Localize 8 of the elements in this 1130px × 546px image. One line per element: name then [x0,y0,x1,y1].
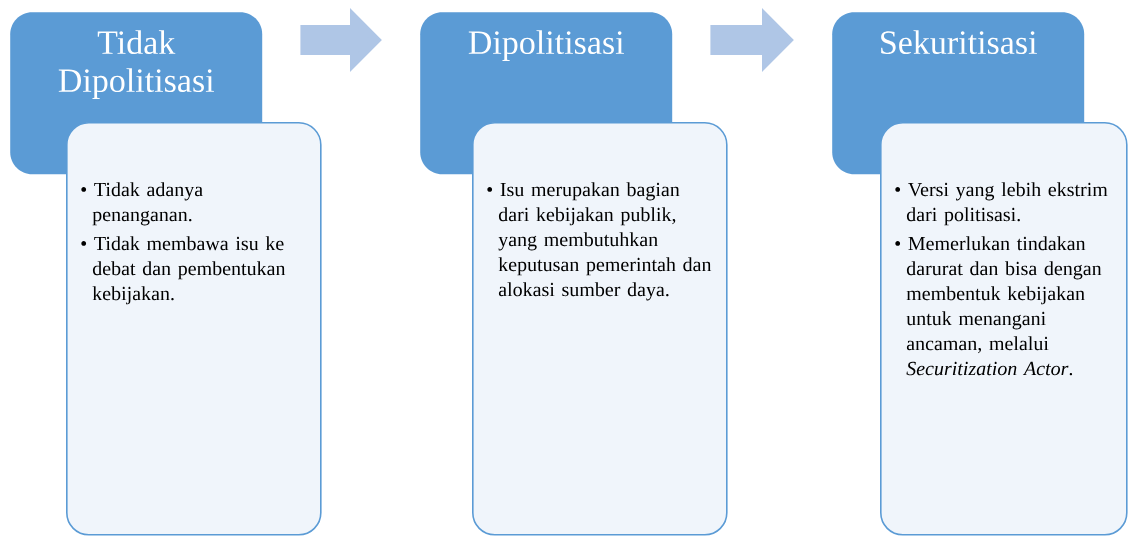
stage-heading: Sekuritisasi [881,30,1037,55]
bullet-item: • Versi yang lebih ekstrim dari politisasi. [895,182,1108,226]
stage-heading: Dipolitisasi [468,30,624,62]
bullet-item: • Tidak membawa isu ke debat dan pembentukan kebijakan. [81,236,286,305]
bullet-item: • Memerlukan tindakan darurat dan bisa dengan membentuk kebijakan untuk menangani ancaman, melalui Securitization Actor. [895,236,1102,376]
bullet-item: • Tidak adanya penanganan. [81,182,203,226]
stage-heading: Tidak Dipolitisasi [58,30,214,100]
bullet-item: • Isu merupakan bagian dari kebijakan publik, yang membutuhkan keputusan pemerintah dan alokasi sumber daya. [487,182,712,301]
